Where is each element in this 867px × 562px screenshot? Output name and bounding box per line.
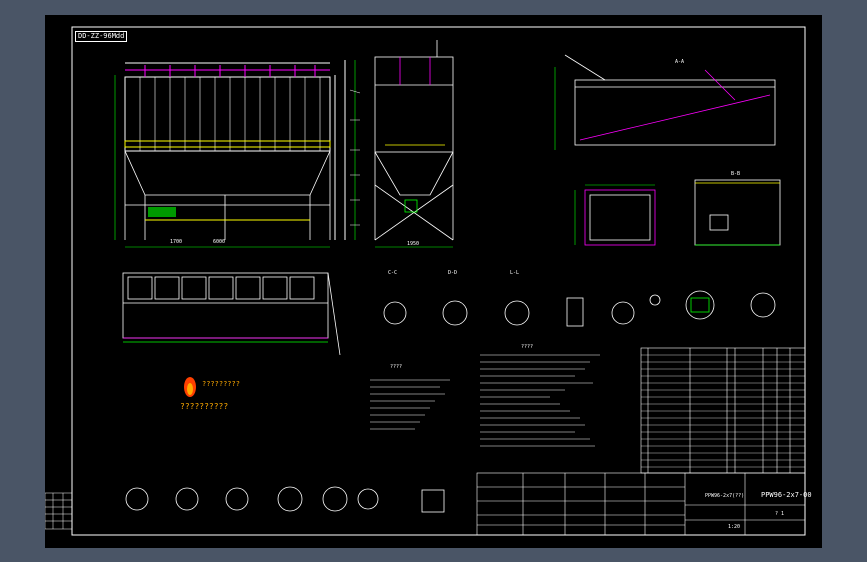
label-bb: B-B xyxy=(731,171,741,177)
title-tag: DD-ZZ-96Mdd xyxy=(75,31,128,42)
notes-heading: ???? xyxy=(390,364,403,370)
detail-row-2 xyxy=(125,486,445,513)
tech-heading: ???? xyxy=(521,344,534,350)
label-dd: D-D xyxy=(448,270,458,276)
section-aa xyxy=(554,54,776,150)
side-elevation xyxy=(374,40,454,248)
logo-text: ????????? xyxy=(202,380,240,388)
title-block xyxy=(476,472,806,536)
label-cc: C-C xyxy=(388,270,398,276)
scale: 1:20 xyxy=(728,524,741,530)
logo-caption: ?????????? xyxy=(180,402,229,411)
parts-table xyxy=(640,347,806,474)
label-ll: L-L xyxy=(510,270,520,276)
sheet-number: ? 1 xyxy=(775,511,785,517)
cad-drawing xyxy=(45,26,806,536)
spec-notes-lines xyxy=(370,379,450,430)
label-aa: A-A xyxy=(675,59,685,65)
dim-side-width: 1950 xyxy=(407,241,420,247)
drawing-frame: DD-ZZ-96Mdd 6000 1700 1950 C-C D-D L-L B… xyxy=(45,15,822,548)
drawing-number-small: PPW96-2x7(??) xyxy=(705,493,745,499)
front-elevation xyxy=(114,60,361,248)
dim-left-width: 1700 xyxy=(170,239,183,245)
logo-flame xyxy=(184,377,196,397)
drawing-number: PPW96-2x7-00 xyxy=(761,491,812,499)
tech-notes-lines xyxy=(480,354,600,447)
section-box xyxy=(574,184,656,246)
inner-border xyxy=(71,26,806,536)
parts-table-rows xyxy=(641,354,805,468)
section-bb xyxy=(694,179,781,246)
detail-row-1 xyxy=(383,290,776,327)
plan-view xyxy=(122,272,341,356)
dim-total-width: 6000 xyxy=(213,239,226,245)
revision-table xyxy=(45,492,73,530)
